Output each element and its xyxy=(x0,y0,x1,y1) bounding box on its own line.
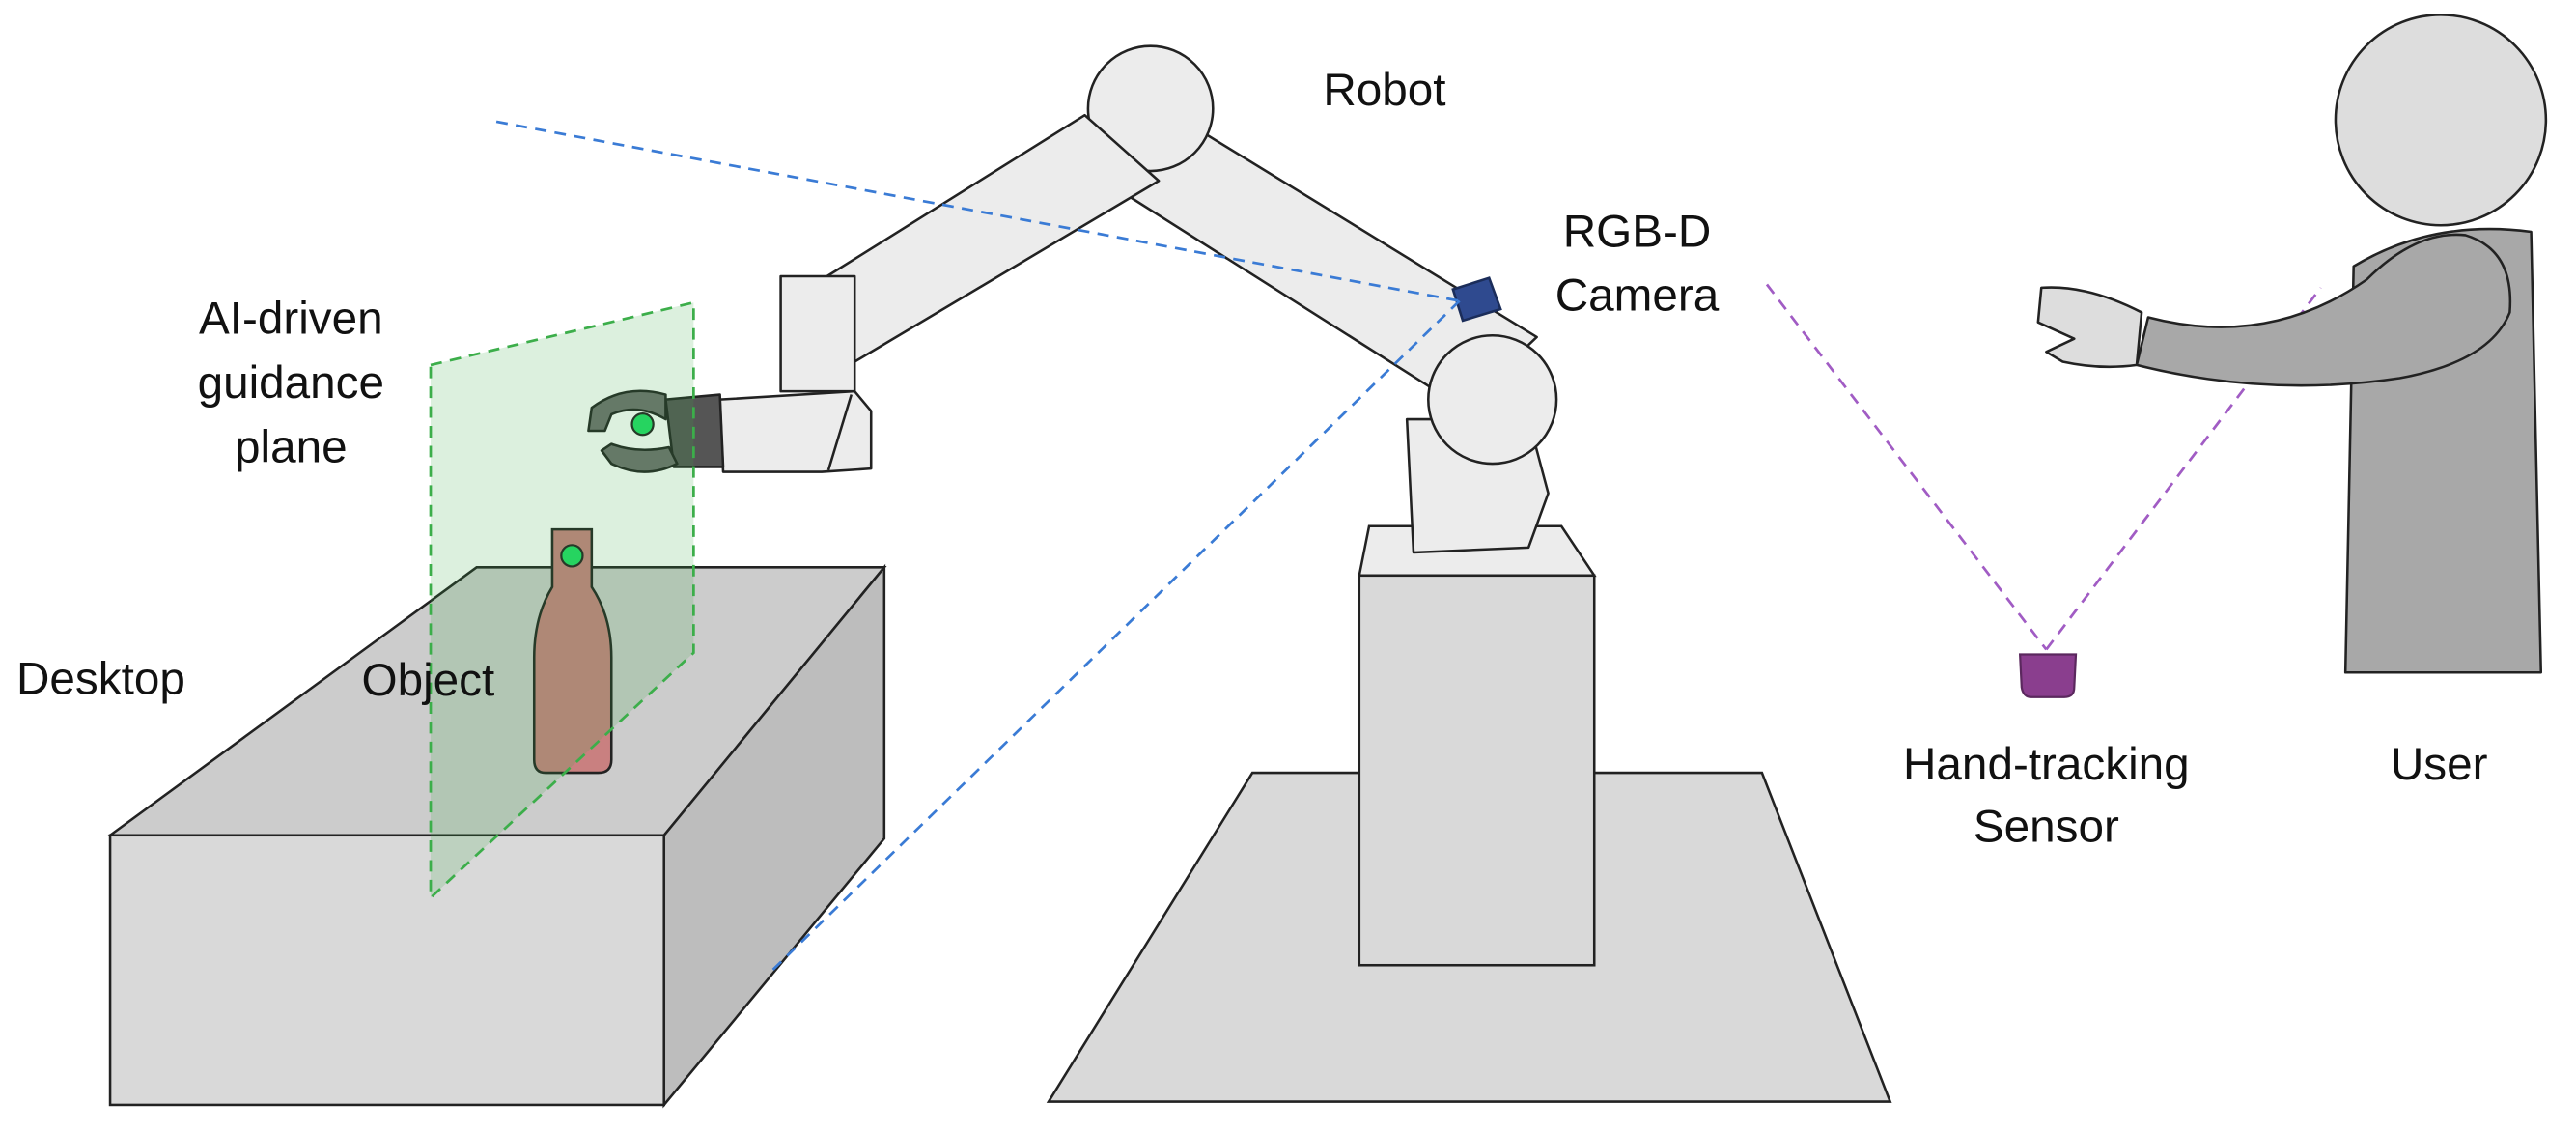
label-plane-line1: AI-driven xyxy=(199,294,383,345)
label-desktop: Desktop xyxy=(16,653,185,704)
robot-wrist xyxy=(779,274,856,393)
labels: Robot RGB-D Camera AI-driven guidance pl… xyxy=(16,65,2488,853)
robot-forearm xyxy=(820,113,1161,363)
label-sensor-line1: Hand-tracking xyxy=(1903,739,2190,790)
gripper-target-marker xyxy=(630,412,655,437)
user-head xyxy=(2334,14,2548,227)
desktop-table xyxy=(106,563,887,1109)
user-arm xyxy=(2135,233,2512,387)
robot-pedestal xyxy=(1358,574,1596,967)
label-camera-line1: RGB-D xyxy=(1563,206,1712,257)
label-user: User xyxy=(2391,739,2488,790)
robot-shoulder-joint xyxy=(1427,333,1558,466)
camera-rays xyxy=(495,120,1461,972)
guidance-plane xyxy=(429,300,695,901)
robot-elbow-joint xyxy=(1086,44,1215,173)
rgbd-camera-icon xyxy=(1451,276,1502,323)
label-sensor-line2: Sensor xyxy=(1974,802,2119,853)
robot-arm xyxy=(718,44,1558,554)
label-plane-line2: guidance xyxy=(198,357,384,409)
label-robot: Robot xyxy=(1323,65,1445,116)
label-camera-line2: Camera xyxy=(1555,270,1720,322)
hand-tracking-sensor-icon xyxy=(2018,653,2078,698)
object-bottle xyxy=(532,527,613,775)
user-figure xyxy=(2036,14,2548,674)
user-hand xyxy=(2036,286,2143,369)
object-target-marker xyxy=(560,544,584,568)
label-plane-line3: plane xyxy=(235,421,348,472)
label-object: Object xyxy=(362,655,495,706)
